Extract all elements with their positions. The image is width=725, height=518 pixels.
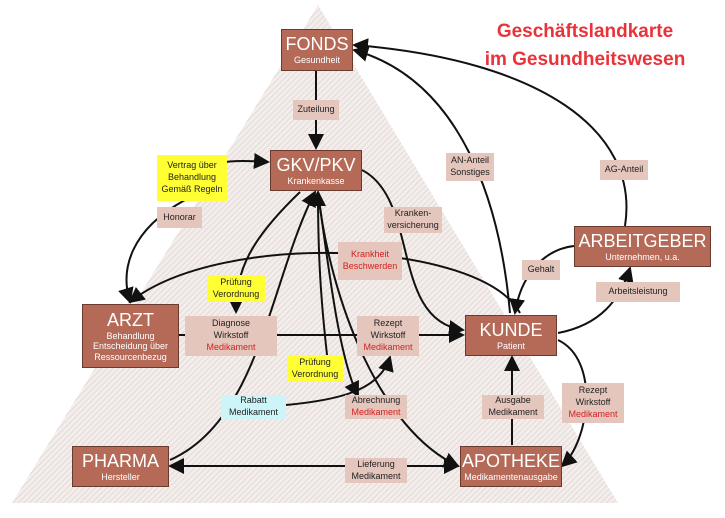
title-line-2: im Gesundheitswesen xyxy=(484,49,686,70)
node-subtitle: Gesundheit xyxy=(293,55,341,66)
node-subtitle: Patient xyxy=(496,340,526,351)
label-text: Lieferung xyxy=(357,458,395,469)
label-text: Rezept xyxy=(373,318,403,329)
label-text: Krankheit xyxy=(350,249,390,260)
label-text: Beschwerden xyxy=(342,261,398,271)
label-text: Medikament xyxy=(351,407,401,417)
arrow-kunde-fonds-an xyxy=(352,46,511,314)
label-ag-anteil: AG-Anteil xyxy=(600,160,648,180)
label-text: AN-Anteil xyxy=(450,155,489,166)
label-text: Verordnung xyxy=(291,368,339,379)
title-line-1: Geschäftslandkarte xyxy=(496,21,674,42)
node-title: PHARMA xyxy=(81,450,159,471)
label-zuteilung: Zuteilung xyxy=(293,100,339,120)
node-subtitle: Medikamentenausgabe xyxy=(464,471,558,482)
label-text: Medikament xyxy=(363,341,413,352)
label-text: Medikament xyxy=(488,407,538,417)
label-text: Medikament xyxy=(228,407,279,417)
node-title: APOTHEKE xyxy=(461,450,561,471)
label-text: versicherung xyxy=(387,220,439,230)
label-text: Wirkstoff xyxy=(370,330,406,341)
label-text: Behandlung xyxy=(167,172,217,183)
label-text: Gemäß Regeln xyxy=(161,183,223,194)
label-text: Prüfung xyxy=(220,276,252,287)
node-subtitle: Unternehmen, u.a. xyxy=(605,251,680,262)
label-text: Vertrag über xyxy=(167,160,217,171)
label-text: Kranken- xyxy=(394,208,432,219)
node-title: FONDS xyxy=(285,34,349,55)
node-title: KUNDE xyxy=(479,319,543,340)
node-line: Entscheidung über xyxy=(92,341,169,352)
label-text: Gehalt xyxy=(527,264,555,275)
node-line: Ressourcenbezug xyxy=(94,351,167,362)
node-pharma: PHARMA Hersteller xyxy=(72,446,169,487)
node-line: Behandlung xyxy=(106,330,155,341)
diagram-title: Geschäftslandkarte im Gesundheitswesen xyxy=(455,18,715,74)
label-text: Sonstiges xyxy=(450,167,490,177)
arrow-gkv-kunde xyxy=(361,169,465,337)
node-title: GKV/PKV xyxy=(276,154,356,175)
node-gkv-pkv: GKV/PKV Krankenkasse xyxy=(270,150,362,191)
label-text: Rezept xyxy=(578,385,608,396)
background-triangle xyxy=(12,5,618,503)
label-text: Medikament xyxy=(351,470,401,481)
label-text: Medikament xyxy=(568,408,618,419)
node-kunde: KUNDE Patient xyxy=(465,315,557,356)
label-text: Ausgabe xyxy=(495,395,531,406)
arrow-kunde-ag xyxy=(557,266,634,334)
label-text: Diagnose xyxy=(211,318,251,329)
node-title: ARBEITGEBER xyxy=(578,230,707,251)
label-text: Zuteilung xyxy=(297,104,335,115)
label-text: Medikament xyxy=(206,341,256,352)
node-arzt: ARZT Behandlung Entscheidung über Ressou… xyxy=(82,304,179,368)
label-arbeitsleistung: Arbeitsleistung xyxy=(596,282,680,302)
arrow-rabatt-rezept xyxy=(285,355,394,406)
label-krankenversicherung: Kranken-versicherung xyxy=(384,207,442,233)
label-text: Honorar xyxy=(163,211,196,222)
label-text: AG-Anteil xyxy=(604,164,644,175)
label-text: Arbeitsleistung xyxy=(608,286,668,297)
label-gehalt: Gehalt xyxy=(522,260,560,280)
node-title: ARZT xyxy=(107,310,154,331)
label-text: Rabatt xyxy=(240,395,267,406)
node-apotheke: APOTHEKE Medikamentenausgabe xyxy=(460,446,562,487)
label-text: Prüfung xyxy=(299,356,331,367)
node-arbeitgeber: ARBEITGEBER Unternehmen, u.a. xyxy=(574,226,711,267)
node-subtitle: Krankenkasse xyxy=(287,175,345,186)
label-text: Wirkstoff xyxy=(575,397,611,408)
label-text: Wirkstoff xyxy=(213,330,249,341)
arrow-ag-fonds xyxy=(352,38,628,227)
arrow-pruefung2-gkv xyxy=(310,190,331,381)
label-text: Abrechnung xyxy=(351,395,401,406)
label-honorar: Honorar xyxy=(157,207,202,228)
label-text: Verordnung xyxy=(212,288,260,299)
node-subtitle: Hersteller xyxy=(101,471,140,482)
node-fonds: FONDS Gesundheit xyxy=(281,29,353,71)
